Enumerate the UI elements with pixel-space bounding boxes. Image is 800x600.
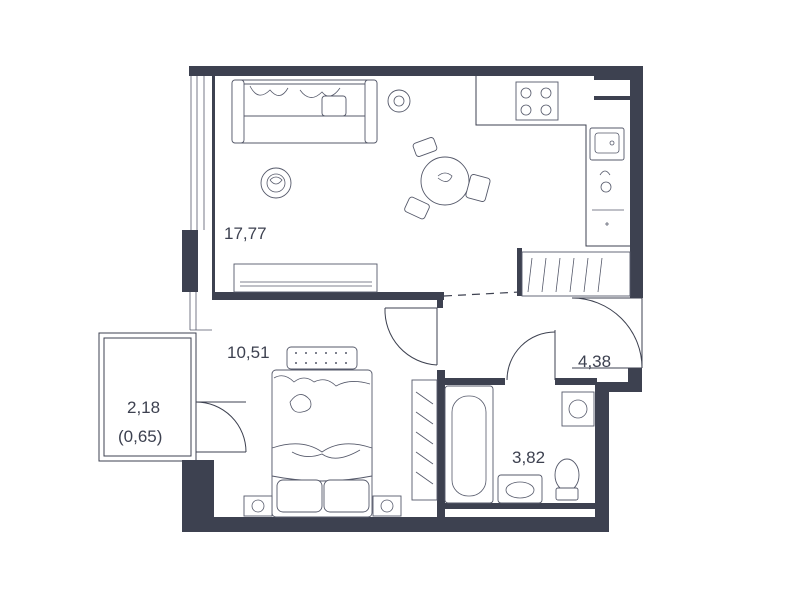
side-table (387, 89, 411, 113)
balcony-area-label: 2,18 (127, 398, 160, 417)
kitchen-counter (475, 76, 630, 247)
bathroom-door (506, 330, 556, 381)
hallway-area-label: 4,38 (578, 352, 611, 371)
balcony (98, 332, 247, 462)
kitchen-wardrobe (521, 251, 631, 297)
bed (271, 369, 373, 518)
walls (182, 66, 643, 532)
bathtub (444, 385, 494, 504)
headboard (286, 346, 358, 370)
entrance-door (571, 297, 643, 369)
sink (497, 474, 543, 504)
bedroom-door (384, 307, 438, 366)
sofa (231, 79, 378, 144)
kitchen-boundary-dashed (443, 291, 521, 297)
washing-machine (561, 391, 595, 427)
windows (189, 76, 212, 460)
tv-console (233, 263, 378, 293)
toilet (554, 458, 580, 501)
bedroom-wardrobe (411, 379, 438, 501)
balcony-reduced-area-label: (0,65) (118, 427, 162, 446)
nightstands (243, 495, 402, 517)
dining-table (404, 137, 491, 220)
bathroom-area-label: 3,82 (512, 448, 545, 467)
living-kitchen-area-label: 17,77 (224, 224, 267, 243)
round-rug (260, 167, 292, 199)
bedroom-area-label: 10,51 (227, 343, 270, 362)
